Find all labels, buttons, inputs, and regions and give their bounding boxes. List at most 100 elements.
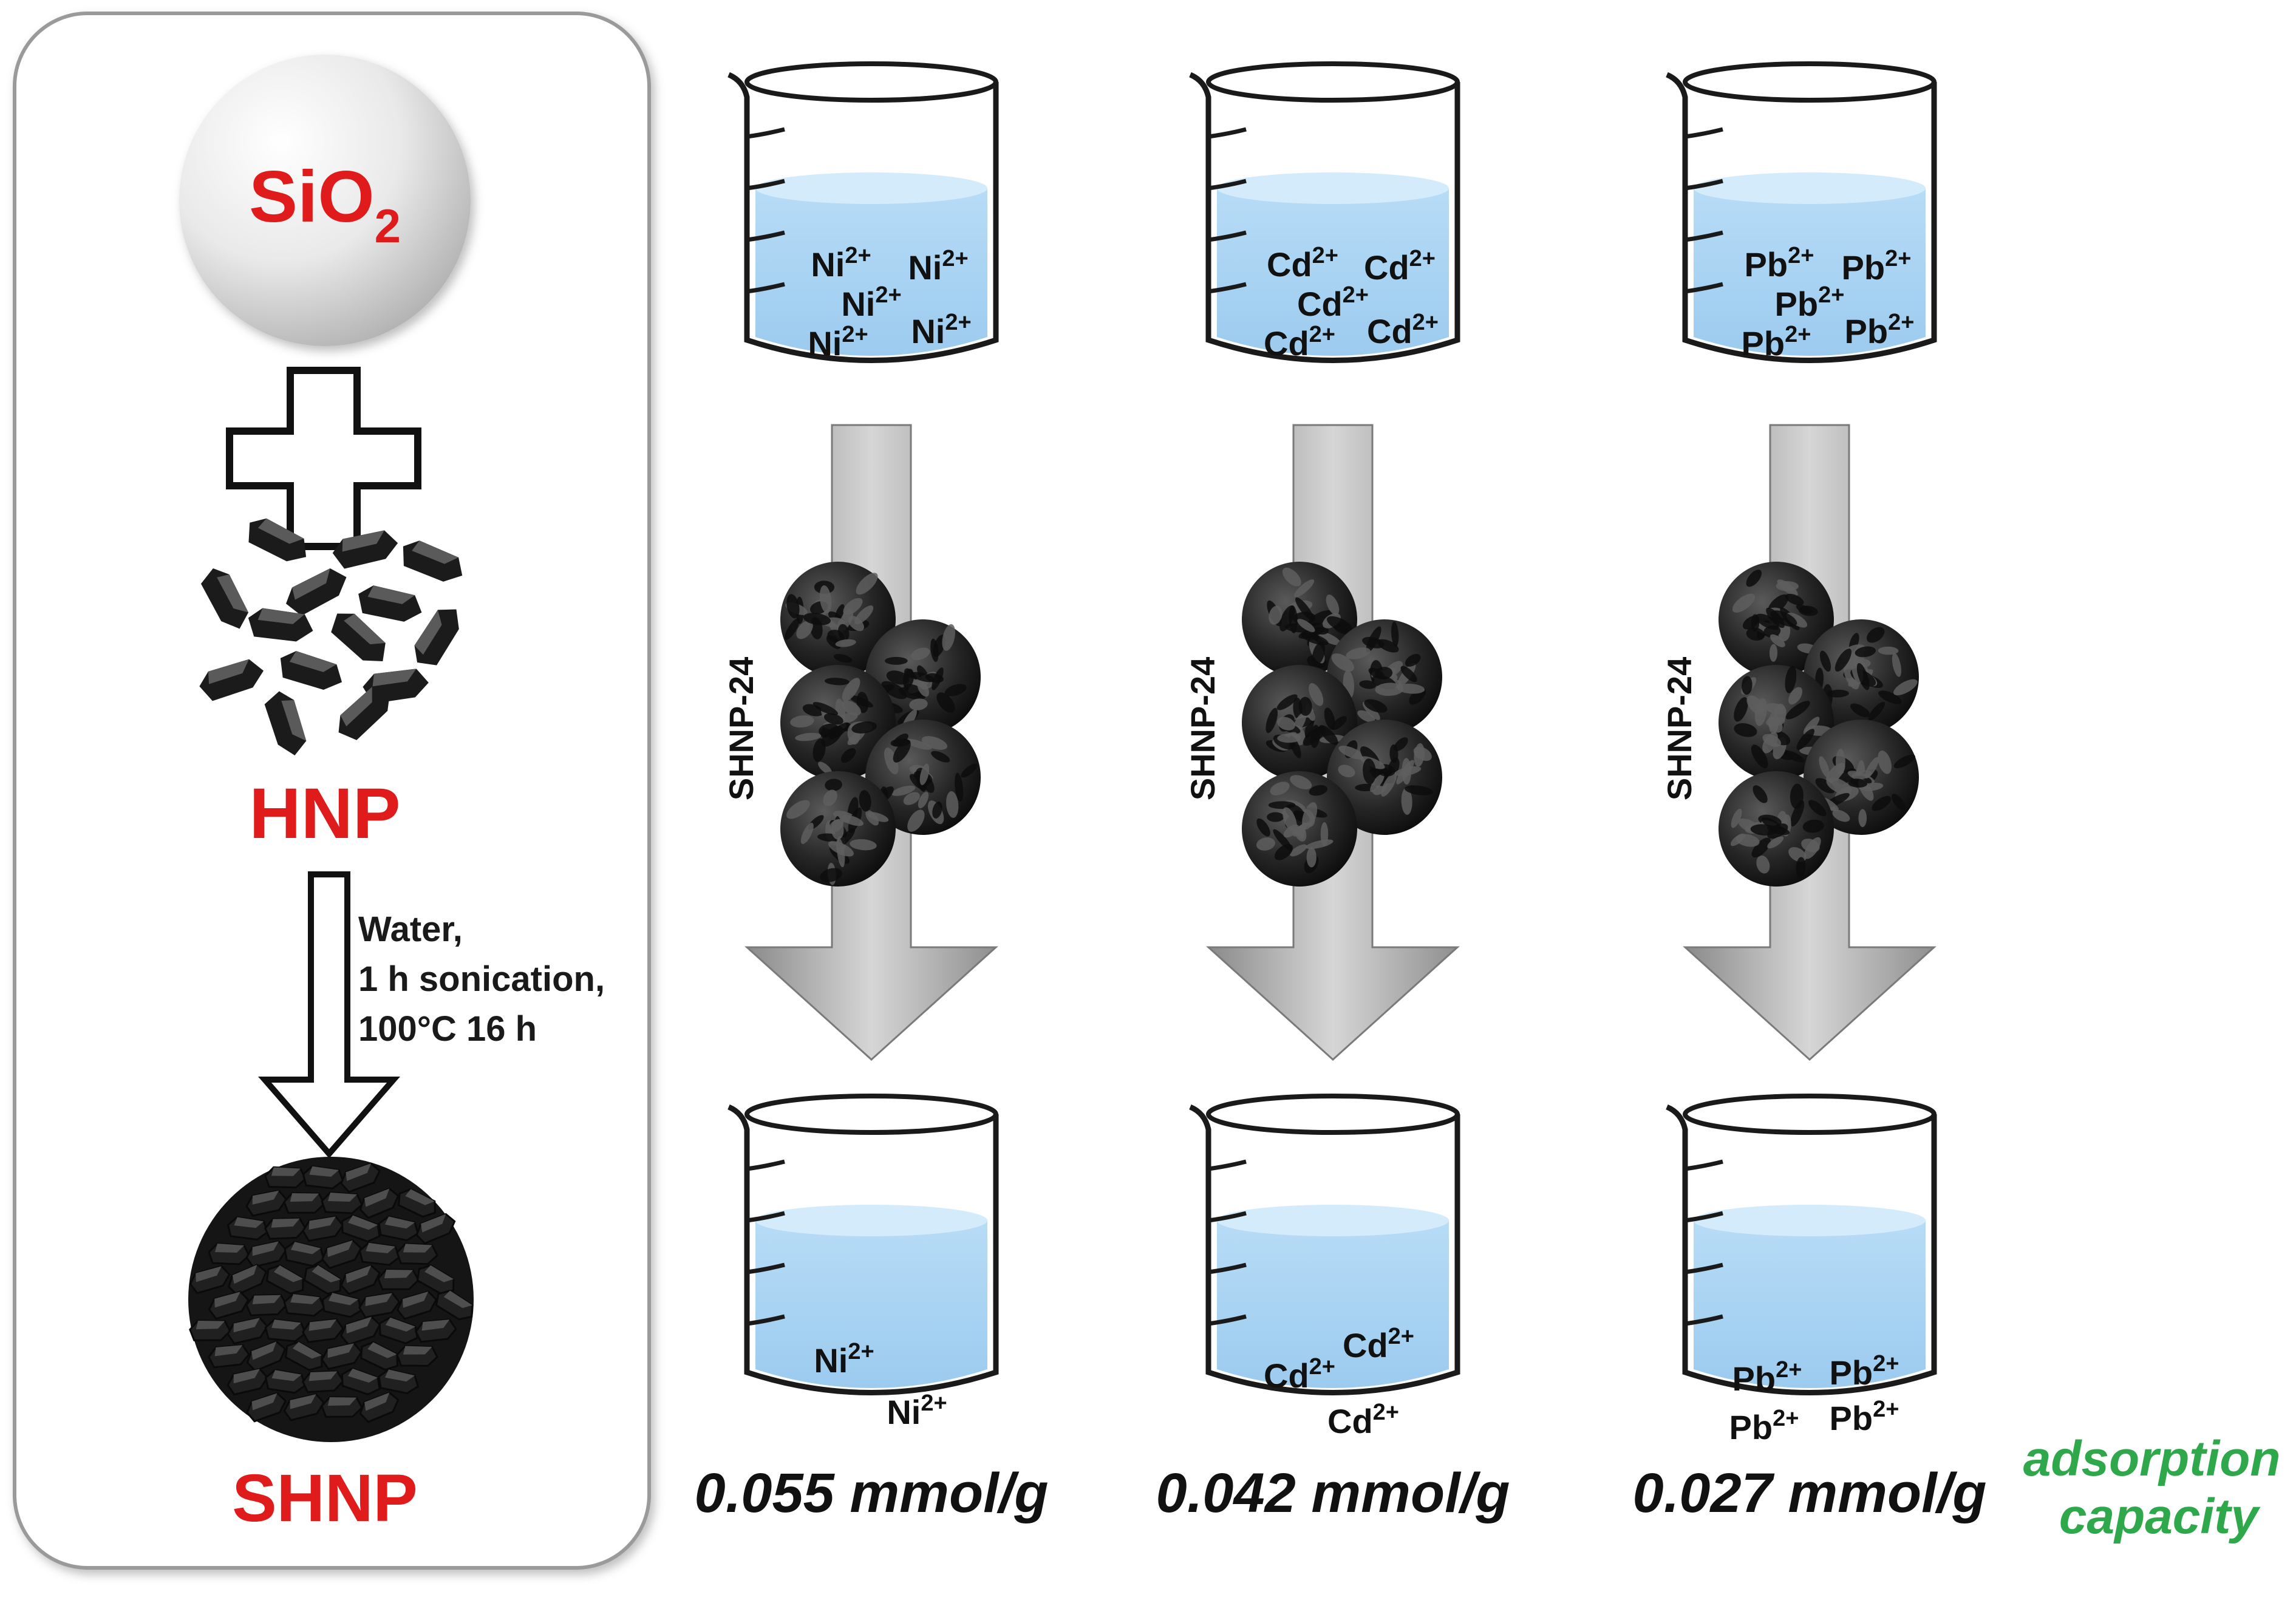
shnp-ball — [1804, 720, 1919, 835]
scale-tick — [1208, 179, 1247, 191]
capacity-value: 0.042 mmol/g — [1156, 1462, 1510, 1524]
hnp-particles — [199, 518, 463, 755]
beaker-glass — [1666, 1104, 1937, 1395]
scale-tick — [1685, 230, 1723, 242]
shnp-ball — [1242, 771, 1357, 887]
ion-label: Ni2+ — [841, 282, 901, 323]
beaker-glass — [1666, 72, 1937, 363]
shnp-grain — [415, 1318, 457, 1343]
hnp-particle — [264, 691, 307, 755]
capacity-value: 0.027 mmol/g — [1633, 1462, 1987, 1524]
column-cd: Cd2+Cd2+Cd2+Cd2+Cd2+SHNP-24Cd2+Cd2+Cd2+0… — [1156, 61, 1510, 1524]
shnp-grain — [321, 1239, 363, 1270]
shnp-ball — [780, 562, 896, 677]
water-surface — [1694, 1205, 1926, 1236]
shnp-ball — [1719, 771, 1834, 887]
hnp-particle — [332, 530, 398, 569]
hnp-particle — [280, 651, 342, 690]
shnp-grain — [398, 1188, 437, 1218]
shnp-ball — [1242, 562, 1357, 677]
shnp-grain — [341, 1367, 381, 1395]
shnp-grain — [321, 1292, 363, 1318]
ion-label: Pb2+ — [1729, 1406, 1799, 1446]
scale-tick — [1208, 1262, 1247, 1275]
scale-tick — [1208, 1211, 1247, 1223]
silica-label: SiO2 — [249, 156, 401, 253]
scale-tick — [1208, 1314, 1247, 1326]
shnp-grain — [378, 1368, 420, 1395]
scale-tick — [1685, 127, 1723, 139]
shnp-grain — [227, 1367, 269, 1396]
shnp-ball — [1327, 619, 1442, 735]
beaker-rim — [1206, 1094, 1460, 1135]
condition-line-3: 100°C 16 h — [358, 1009, 537, 1049]
capacity-caption-line-1: adsorption — [2023, 1431, 2281, 1486]
hnp-label: HNP — [249, 774, 400, 854]
shnp-grain — [359, 1187, 400, 1219]
shnp-grain — [396, 1242, 438, 1265]
shnp-grain — [396, 1345, 438, 1367]
beaker-rim — [1683, 1094, 1937, 1135]
scale-tick — [1208, 282, 1247, 294]
scale-tick — [1685, 179, 1723, 191]
hnp-particle — [248, 608, 313, 642]
ion-label: Pb2+ — [1830, 1397, 1899, 1437]
shnp-grain — [396, 1290, 438, 1320]
column-pb: Pb2+Pb2+Pb2+Pb2+Pb2+SHNP-24Pb2+Pb2+Pb2+P… — [1633, 61, 1987, 1524]
shnp-grain — [416, 1264, 455, 1295]
shnp-grain — [360, 1341, 399, 1371]
ion-label: Pb2+ — [1842, 246, 1912, 287]
shnp-grain — [321, 1191, 363, 1214]
shnp-grain — [321, 1396, 363, 1418]
ion-label: Pb2+ — [1845, 310, 1915, 350]
scale-tick — [746, 230, 785, 242]
synthesis-panel: SiO2 HNP Water, 1 h sonication, 100°C 16… — [13, 12, 651, 1570]
hnp-particle — [199, 659, 264, 701]
ion-label: Pb2+ — [1775, 282, 1845, 323]
scale-tick — [746, 127, 785, 139]
hnp-particle — [338, 687, 390, 740]
scale-tick — [746, 1159, 785, 1171]
ion-label: Pb2+ — [1745, 243, 1814, 284]
beaker-rim — [744, 1094, 998, 1135]
beaker-glass — [1189, 1104, 1460, 1395]
process-arrow-icon — [258, 871, 400, 1159]
hnp-particle — [285, 568, 347, 616]
column-ni: Ni2+Ni2+Ni2+Ni2+Ni2+SHNP-24Ni2+Ni2+0.055… — [695, 61, 1049, 1524]
beaker-glass — [727, 1104, 999, 1395]
shnp-grain — [303, 1264, 342, 1295]
shnp-grain — [435, 1289, 474, 1321]
beaker-glass — [727, 72, 999, 363]
ion-label: Cd2+ — [1364, 246, 1436, 287]
beaker-glass — [1189, 72, 1460, 363]
adsorbent-label: SHNP-24 — [1184, 657, 1222, 801]
water-surface — [755, 172, 987, 204]
ion-label: Cd2+ — [1264, 1354, 1335, 1395]
synthesis-conditions: Water, 1 h sonication, 100°C 16 h — [358, 910, 615, 1049]
shnp-grain — [264, 1166, 307, 1189]
shnp-grain — [208, 1242, 250, 1265]
shnp-ball — [1719, 665, 1834, 780]
shnp-grain — [340, 1264, 381, 1295]
capacity-caption: adsorption capacity — [2023, 1431, 2294, 1544]
adsorbent-label: SHNP-24 — [1660, 657, 1698, 801]
scale-tick — [1685, 1314, 1723, 1326]
shnp-ball — [780, 771, 896, 887]
capacity-value: 0.055 mmol/g — [695, 1462, 1049, 1524]
beaker-before-1: Cd2+Cd2+Cd2+Cd2+Cd2+ — [1189, 61, 1460, 363]
scale-tick — [746, 179, 785, 191]
shnp-grain — [208, 1290, 250, 1320]
scale-tick — [1685, 1159, 1723, 1171]
shnp-grain — [283, 1293, 325, 1317]
water-surface — [1217, 172, 1449, 204]
shnp-grain — [302, 1370, 344, 1394]
scale-tick — [746, 1262, 785, 1275]
water — [1694, 1220, 1926, 1388]
scale-tick — [746, 1314, 785, 1326]
shnp-grain — [358, 1242, 401, 1266]
ion-label: Cd2+ — [1343, 1324, 1414, 1364]
synthesis-panel-frame — [13, 12, 651, 1570]
shnp-ball — [780, 665, 896, 780]
water — [1694, 188, 1926, 356]
